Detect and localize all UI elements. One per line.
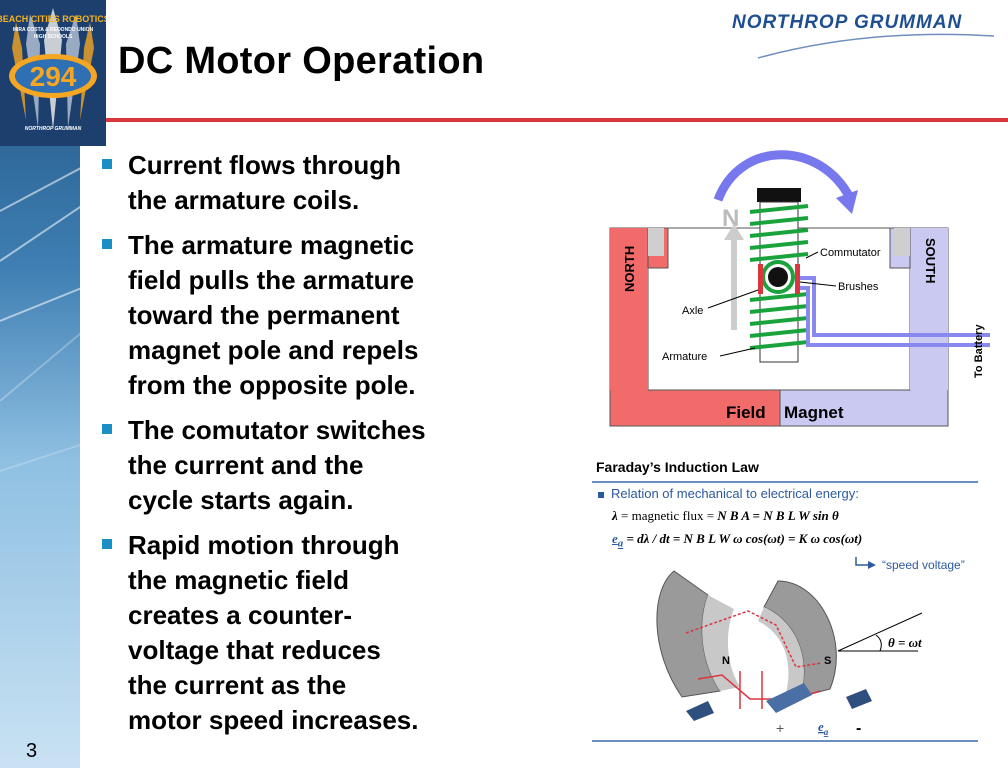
bullet-square-icon — [598, 491, 604, 498]
speed-voltage-label: “speed voltage” — [882, 558, 965, 572]
svg-text:MIRA COSTA & REDONDO UNION: MIRA COSTA & REDONDO UNION — [13, 27, 94, 33]
dc-motor-diagram: NORTH SOUTH Field Magnet N Commutator Br… — [609, 150, 990, 427]
north-label: NORTH — [622, 246, 637, 292]
n-pole-mark: N — [722, 205, 739, 232]
faraday-divider — [592, 481, 978, 483]
ea-bottom-label: ea — [818, 719, 829, 737]
bullet-square-icon — [102, 539, 112, 549]
bullet-square-icon — [102, 159, 112, 169]
to-battery-label: To Battery — [973, 324, 985, 378]
faraday-induction-panel: Faraday’s Induction Law Relation of mech… — [590, 455, 985, 747]
magnet-label: Magnet — [784, 403, 844, 422]
bullet-square-icon — [102, 239, 112, 249]
armature-label: Armature — [662, 351, 707, 363]
northrop-grumman-logo: NORTHROP GRUMMAN — [732, 12, 995, 59]
field-label: Field — [726, 403, 766, 422]
s-label: S — [824, 655, 831, 667]
bullet-square-icon — [102, 424, 112, 434]
page-title: DC Motor Operation — [118, 40, 485, 82]
south-label: SOUTH — [923, 238, 938, 284]
faraday-bullet: Relation of mechanical to electrical ene… — [598, 486, 859, 501]
brushes-label: Brushes — [838, 281, 879, 293]
theta-label: θ = ωt — [888, 635, 922, 650]
minus-terminal-label: - — [856, 720, 861, 737]
team-logo: BEACH CITIES ROBOTICS MIRA COSTA & REDON… — [0, 0, 106, 146]
flux-equation: λ = magnetic flux = N B A = N B L W sin … — [612, 508, 839, 523]
svg-text:HIGH SCHOOLS: HIGH SCHOOLS — [34, 34, 73, 40]
axle-label: Axle — [682, 305, 703, 317]
n-label: N — [722, 655, 730, 667]
svg-text:NORTHROP GRUMMAN: NORTHROP GRUMMAN — [25, 126, 82, 132]
plus-terminal-label: + — [776, 720, 784, 736]
page-number: 3 — [26, 740, 38, 762]
emf-equation: ea = dλ / dt = N B L W ω cos(ωt) = K ω c… — [612, 531, 863, 550]
svg-text:NORTHROP GRUMMAN: NORTHROP GRUMMAN — [732, 12, 963, 33]
title-divider — [106, 118, 1008, 122]
commutator-label: Commutator — [820, 247, 881, 259]
svg-text:BEACH CITIES ROBOTICS: BEACH CITIES ROBOTICS — [0, 14, 106, 24]
svg-text:294: 294 — [30, 61, 77, 92]
induction-coil-diagram: “speed voltage” N S θ = ωt + - ea — [592, 557, 978, 742]
faraday-title: Faraday’s Induction Law — [596, 459, 759, 475]
